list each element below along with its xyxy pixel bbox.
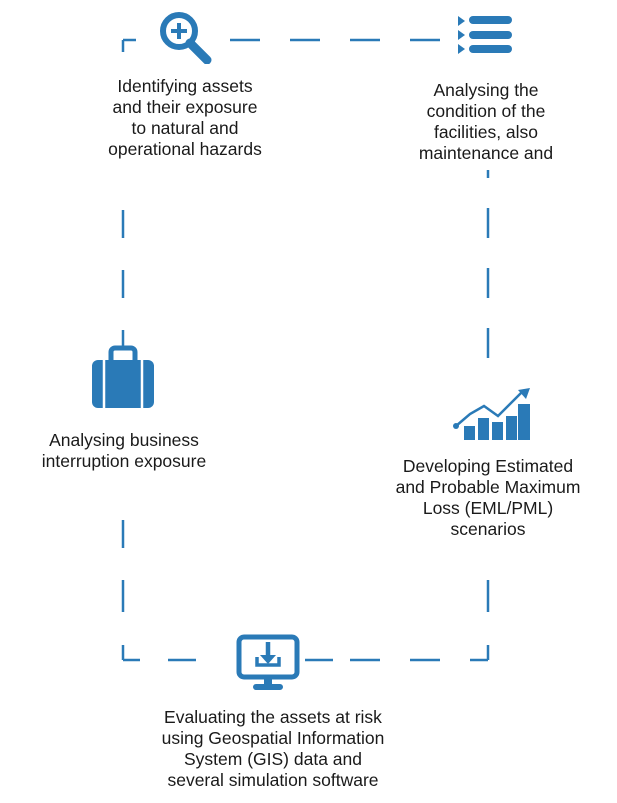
search-plus-icon: [160, 12, 212, 64]
monitor-download-icon: [236, 634, 300, 690]
step-label-evaluate: Evaluating the assets at risk using Geos…: [161, 707, 385, 790]
step-label-business: Analysing business interruption exposure: [41, 430, 207, 471]
step-label-identify: Identifying assets and their exposure to…: [108, 76, 262, 159]
growth-chart-icon: [453, 388, 530, 440]
step-label-condition: Analysing the condition of the facilitie…: [418, 80, 554, 163]
list-icon: [458, 16, 512, 54]
step-label-eml: Developing Estimated and Probable Maximu…: [395, 456, 581, 539]
briefcase-icon: [92, 345, 154, 408]
